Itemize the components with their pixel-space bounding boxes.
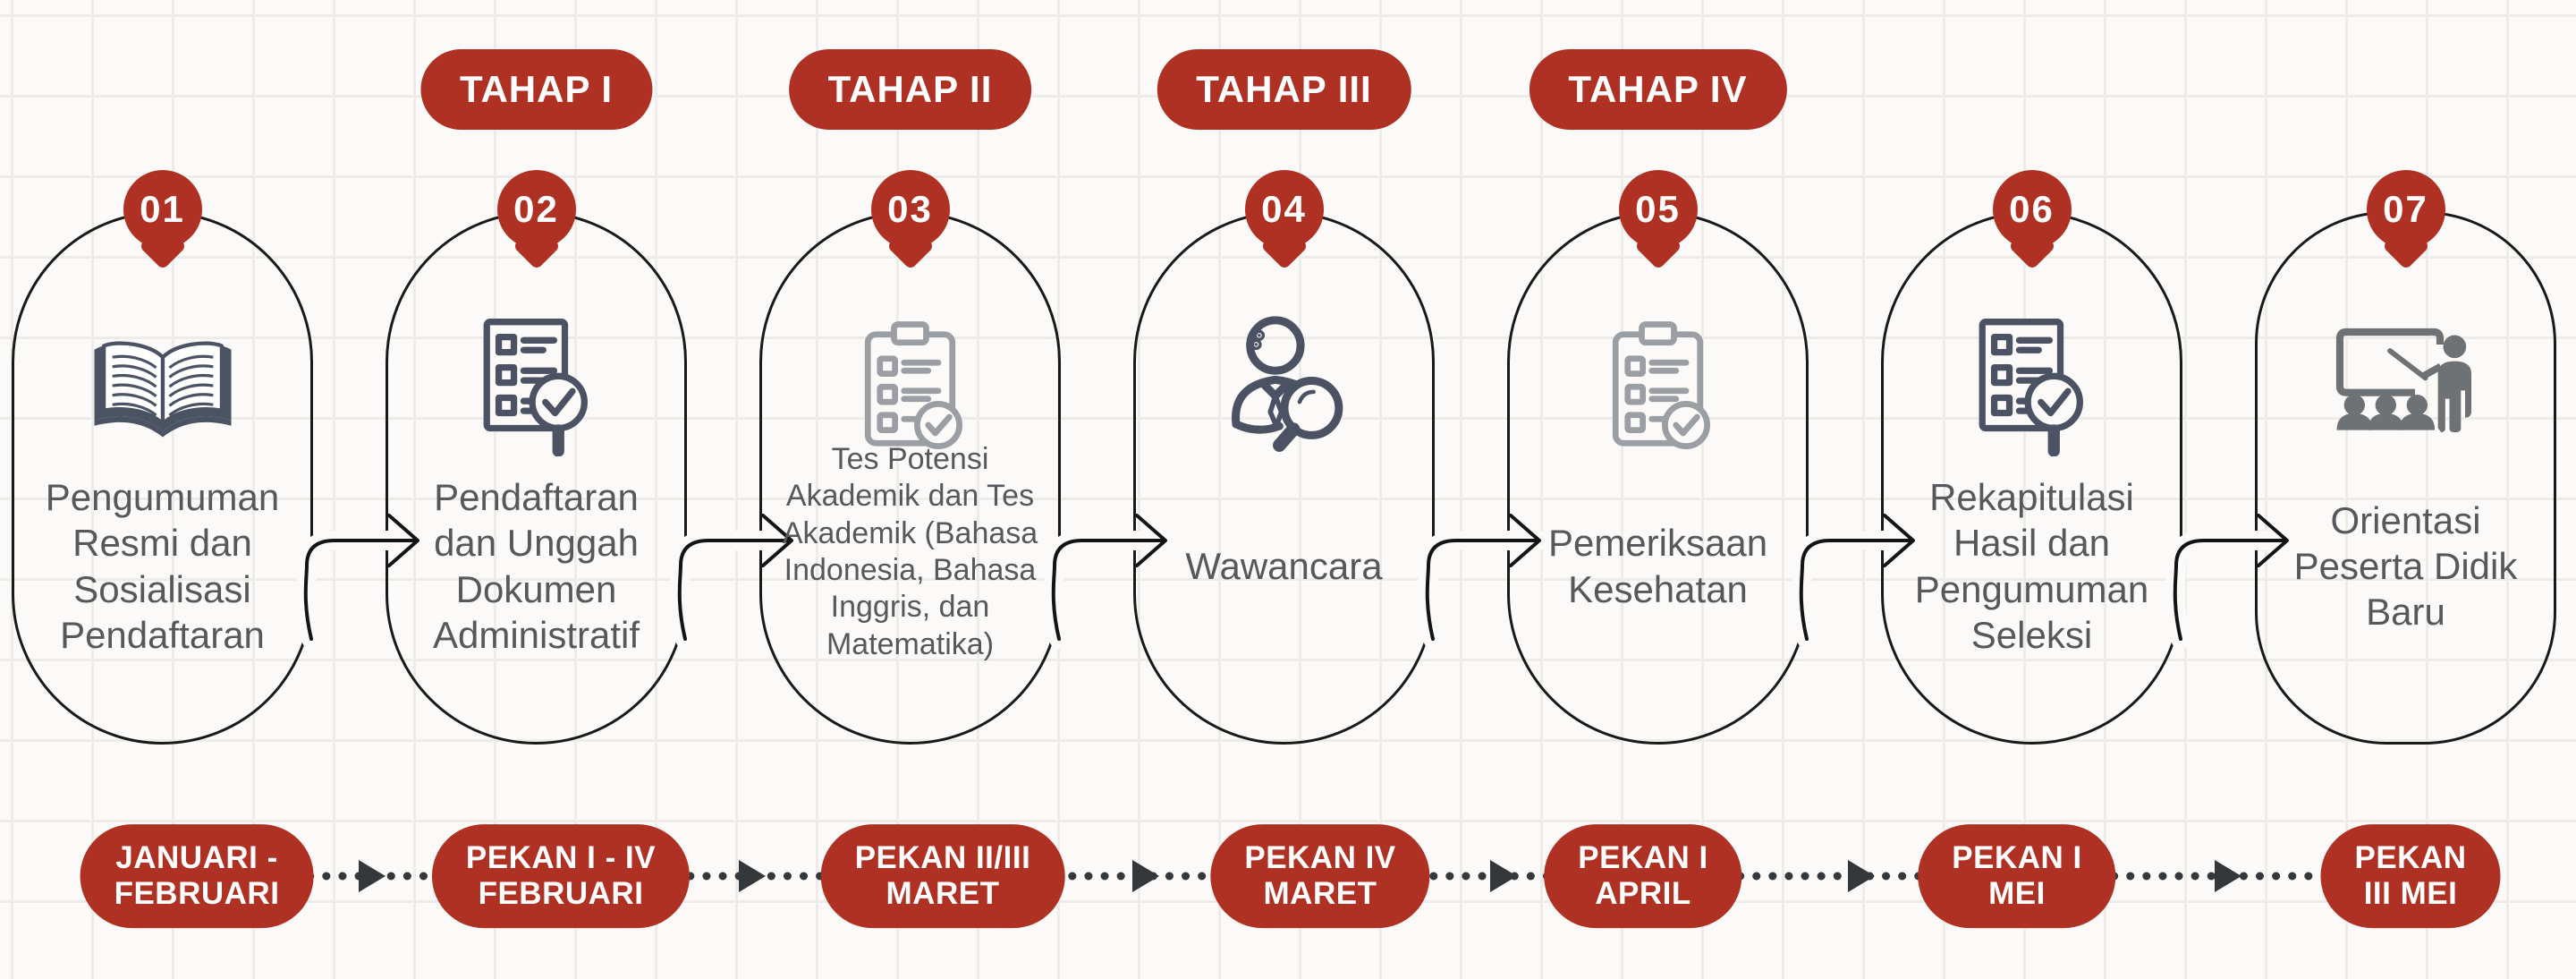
- stage-number: 06: [2009, 188, 2055, 230]
- stage-7: 07 Orientasi Peserta Didik Baru: [2255, 0, 2556, 979]
- stage-number: 05: [1635, 188, 1681, 230]
- stage-number-badge: 02: [496, 170, 576, 249]
- curved-arrow: [303, 514, 2289, 641]
- stage-label: Rekapitulasi Hasil dan Pengumuman Seleks…: [1914, 476, 2149, 656]
- date-pill: PEKAN I - IV FEBRUARI: [431, 824, 691, 928]
- stage-label: Orientasi Peserta Didik Baru: [2293, 498, 2518, 634]
- tahap-pill: TAHAP II: [788, 49, 1032, 130]
- stage-number: 07: [2383, 188, 2428, 230]
- open-book-icon: [64, 309, 261, 461]
- checklist-magnifier-icon: [438, 309, 635, 461]
- stage-number: 03: [887, 188, 933, 230]
- tahap-pill: TAHAP III: [1157, 49, 1411, 130]
- clipboard-checklist-icon: [812, 309, 1009, 461]
- stage-label: Pengumuman Resmi dan Sosialisasi Pendaft…: [45, 476, 280, 656]
- date-pill: PEKAN II/III MARET: [820, 824, 1065, 928]
- stage-number-badge: 04: [1244, 170, 1324, 249]
- date-pill: PEKAN III MEI: [2320, 824, 2501, 928]
- tahap-pill: TAHAP I: [419, 49, 653, 130]
- stage-number-badge: 05: [1618, 170, 1698, 249]
- tahap-pill: TAHAP IV: [1529, 49, 1787, 130]
- stage-number: 04: [1261, 188, 1307, 230]
- stage-number-badge: 06: [1992, 170, 2072, 249]
- stage-label: Pendaftaran dan Unggah Dokumen Administr…: [432, 476, 640, 656]
- stage-5: TAHAP IV 05 Pemeriksaan Kesehatan: [1507, 0, 1809, 979]
- date-pill: PEKAN I MEI: [1918, 824, 2116, 928]
- stage-number-badge: 07: [2366, 170, 2445, 249]
- stage-label: Wawancara: [1185, 544, 1383, 587]
- stage-number: 01: [140, 188, 185, 230]
- classroom-presentation-icon: [2308, 309, 2504, 461]
- timeline-arrowhead: [359, 860, 2241, 892]
- stage-2: TAHAP I 02 Pendaftaran dan Unggah Dokume…: [386, 0, 687, 979]
- date-pill: PEKAN I APRIL: [1544, 824, 1742, 928]
- date-pill: PEKAN IV MARET: [1210, 824, 1430, 928]
- stage-6: 06 Rekapitulasi Hasil dan Pengumuman Sel…: [1881, 0, 2182, 979]
- stage-label: Tes Potensi Akademik dan Tes Akademik (B…: [782, 441, 1038, 661]
- stage-4: TAHAP III 04 Wawancara: [1133, 0, 1435, 979]
- clipboard-checklist-icon: [1560, 309, 1757, 461]
- stage-number-badge: 03: [870, 170, 950, 249]
- stage-label: Pemeriksaan Kesehatan: [1547, 522, 1768, 610]
- stage-1: 01 Pengumuman Resmi dan Sosialisasi Pend…: [12, 0, 313, 979]
- stage-3: TAHAP II 03 Tes Potensi Akademik dan Tes…: [759, 0, 1061, 979]
- interviewer-magnifier-icon: [1186, 309, 1383, 461]
- date-pill: JANUARI - FEBRUARI: [80, 824, 314, 928]
- stage-number: 02: [513, 188, 559, 230]
- stage-number-badge: 01: [123, 170, 202, 249]
- checklist-magnifier-icon: [1934, 309, 2131, 461]
